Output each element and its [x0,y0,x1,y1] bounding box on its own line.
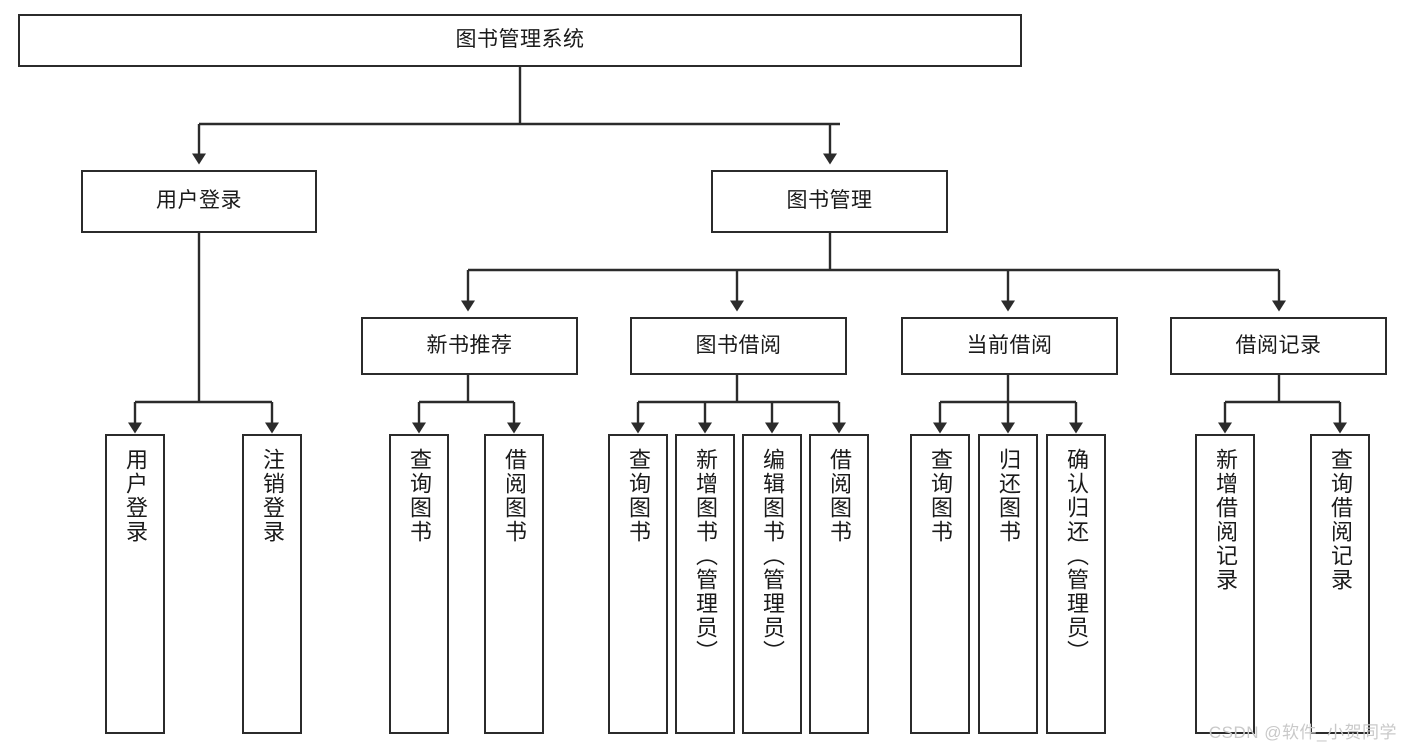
node-current-borrow-label: 当前借阅 [966,333,1053,357]
node-borrow-record[interactable]: 借阅记录 [1170,317,1387,375]
node-leaf-user-login-label: 用户登录 [123,448,148,544]
node-leaf-confirm-return[interactable]: 确认归还（管理员） [1046,434,1106,734]
node-root-label: 图书管理系统 [455,28,585,52]
node-leaf-query-record[interactable]: 查询借阅记录 [1310,434,1370,734]
node-new-book-rec[interactable]: 新书推荐 [361,317,578,375]
node-leaf-query-record-label: 查询借阅记录 [1328,448,1353,592]
node-leaf-add-record[interactable]: 新增借阅记录 [1195,434,1255,734]
watermark: CSDN @软件_小贺同学 [1208,723,1397,742]
node-leaf-query-book-3-label: 查询图书 [928,448,953,544]
node-leaf-user-login[interactable]: 用户登录 [105,434,165,734]
node-leaf-query-book-1[interactable]: 查询图书 [389,434,449,734]
node-leaf-query-book-3[interactable]: 查询图书 [910,434,970,734]
node-borrow-record-label: 借阅记录 [1235,333,1322,357]
node-leaf-borrow-book-1-label: 借阅图书 [502,448,527,544]
node-book-manage[interactable]: 图书管理 [711,170,948,233]
node-book-borrow[interactable]: 图书借阅 [630,317,847,375]
node-current-borrow[interactable]: 当前借阅 [901,317,1118,375]
node-leaf-borrow-book-1[interactable]: 借阅图书 [484,434,544,734]
node-new-book-rec-label: 新书推荐 [426,333,513,357]
node-root[interactable]: 图书管理系统 [18,14,1022,67]
node-leaf-add-book-label: 新增图书（管理员） [693,448,718,664]
node-leaf-query-book-2[interactable]: 查询图书 [608,434,668,734]
node-leaf-logout[interactable]: 注销登录 [242,434,302,734]
node-user-login[interactable]: 用户登录 [81,170,317,233]
node-leaf-borrow-book-2[interactable]: 借阅图书 [809,434,869,734]
node-leaf-confirm-return-label: 确认归还（管理员） [1064,448,1089,664]
node-user-login-label: 用户登录 [156,189,242,213]
node-leaf-borrow-book-2-label: 借阅图书 [827,448,852,544]
node-leaf-edit-book-label: 编辑图书（管理员） [760,448,785,664]
node-book-manage-label: 图书管理 [786,189,873,213]
node-leaf-logout-label: 注销登录 [260,448,285,544]
node-leaf-add-book[interactable]: 新增图书（管理员） [675,434,735,734]
node-leaf-query-book-2-label: 查询图书 [626,448,651,544]
node-book-borrow-label: 图书借阅 [695,333,782,357]
node-leaf-return-book[interactable]: 归还图书 [978,434,1038,734]
node-leaf-edit-book[interactable]: 编辑图书（管理员） [742,434,802,734]
node-leaf-query-book-1-label: 查询图书 [407,448,432,544]
node-leaf-add-record-label: 新增借阅记录 [1213,448,1238,592]
node-leaf-return-book-label: 归还图书 [996,448,1021,544]
